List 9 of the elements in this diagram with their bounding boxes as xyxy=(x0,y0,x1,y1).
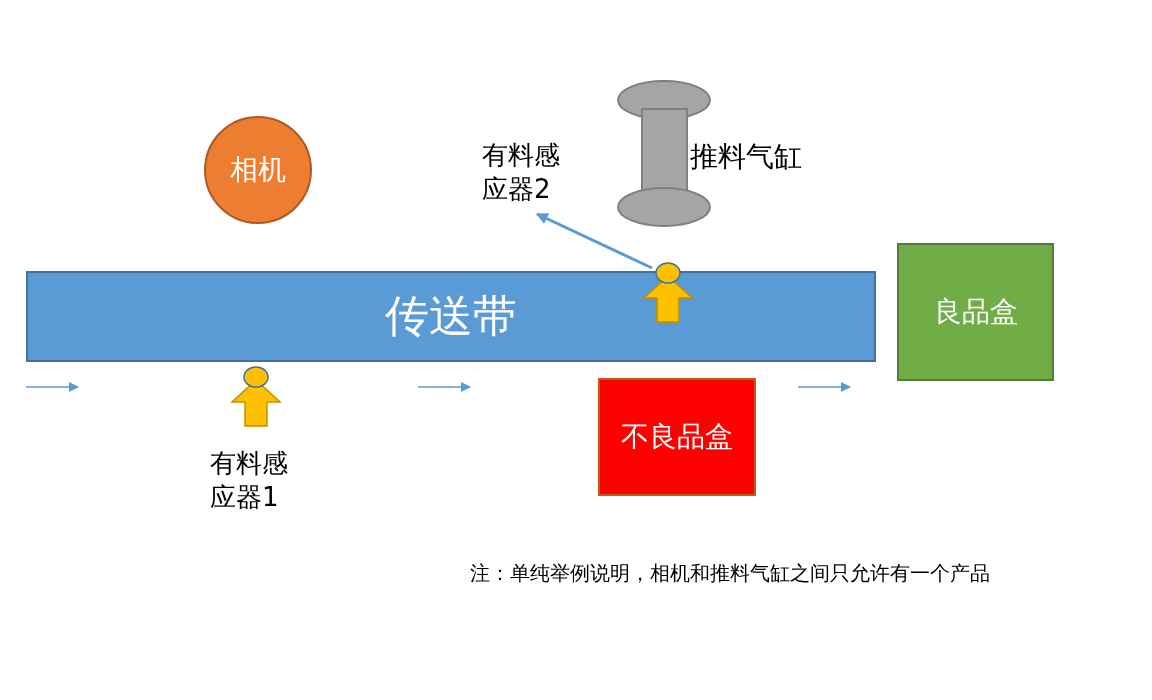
note-text: 注：单纯举例说明，相机和推料气缸之间只允许有一个产品 xyxy=(470,560,990,587)
bin-box: 不良品盒 xyxy=(598,378,756,496)
cylinder-label: 推料气缸 xyxy=(690,140,802,174)
sensor-label: 有料感应器1 xyxy=(210,447,289,514)
camera-circle: 相机 xyxy=(204,116,312,224)
sensor-label: 有料感应器2 xyxy=(482,138,578,210)
bin-box: 良品盒 xyxy=(897,243,1054,381)
sensor-icon xyxy=(642,262,694,324)
sensor-icon xyxy=(230,366,284,428)
